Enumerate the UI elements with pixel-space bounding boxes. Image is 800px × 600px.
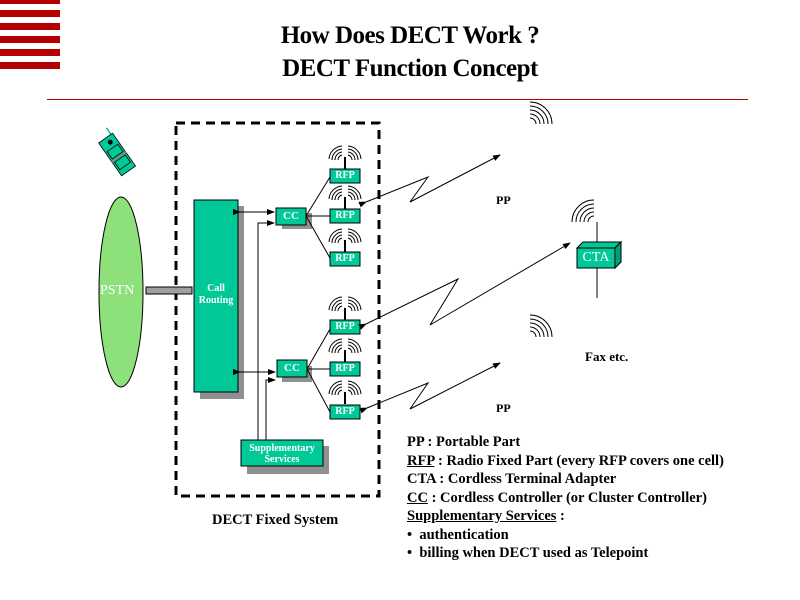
slide-title-line2: DECT Function Concept xyxy=(282,55,538,82)
legend-term: Supplementary Services xyxy=(407,508,557,524)
pstn-label: PSTN xyxy=(100,283,135,298)
stripe xyxy=(0,0,60,4)
rfp-label: RFP xyxy=(335,210,355,221)
legend-item: CC : Cordless Controller (or Cluster Con… xyxy=(407,489,724,508)
radio-link-pp2 xyxy=(359,362,501,414)
radio-link-pp1 xyxy=(358,154,501,208)
radio-waves-icon xyxy=(529,101,553,125)
bullet-text: billing when DECT used as Telepoint xyxy=(419,545,649,561)
radio-link-cta xyxy=(358,242,571,330)
legend-item: PP : Portable Part xyxy=(407,433,724,452)
supp-cc1-link xyxy=(257,220,275,441)
bullet-icon: • xyxy=(407,545,413,561)
rfp-label: RFP xyxy=(335,363,355,374)
legend-sep: : xyxy=(556,508,565,524)
antenna-icon xyxy=(328,380,362,405)
rfp-box-2 xyxy=(329,208,361,224)
rfp-label: RFP xyxy=(335,253,355,264)
cta-box xyxy=(575,240,623,270)
slide-title-line1: How Does DECT Work ? xyxy=(280,22,540,49)
legend: PP : Portable Part RFP : Radio Fixed Par… xyxy=(407,433,724,563)
call-routing-block xyxy=(193,199,239,393)
mobile-phone-icon xyxy=(98,127,137,177)
legend-item: CTA : Cordless Terminal Adapter xyxy=(407,470,724,489)
pp-label: PP xyxy=(496,193,511,207)
title-divider xyxy=(47,99,748,100)
radio-waves-icon xyxy=(529,314,553,338)
legend-item: RFP : Radio Fixed Part (every RFP covers… xyxy=(407,452,724,471)
legend-desc: Cordless Terminal Adapter xyxy=(447,471,617,487)
pstn-ellipse xyxy=(98,196,144,388)
fixed-system-boundary xyxy=(174,121,381,498)
cta-label: CTA xyxy=(582,250,610,265)
fax-label: Fax etc. xyxy=(585,349,629,364)
rfp-label: RFP xyxy=(335,406,355,417)
rfp-label: RFP xyxy=(335,170,355,181)
supplementary-label-line1: Supplementary xyxy=(249,443,315,454)
call-routing-label-line1: Call xyxy=(207,283,225,294)
legend-desc: Radio Fixed Part (every RFP covers one c… xyxy=(446,452,724,469)
antenna-icon xyxy=(328,338,362,363)
bullet-text: authentication xyxy=(419,526,509,543)
antenna-icon xyxy=(328,228,362,253)
legend-term: CC xyxy=(407,489,428,506)
stripe xyxy=(0,49,60,56)
supp-cc2-link xyxy=(265,377,276,441)
bullet-icon: • xyxy=(407,526,413,543)
supplementary-label-line2: Services xyxy=(264,454,300,465)
supplementary-services-box xyxy=(240,439,324,467)
legend-bullet: • authentication xyxy=(407,526,724,545)
legend-term: RFP xyxy=(407,452,435,469)
cc-label: CC xyxy=(283,210,299,222)
antenna-icon xyxy=(328,145,362,170)
stripe xyxy=(0,36,60,43)
legend-desc: Cordless Controller (or Cluster Controll… xyxy=(440,489,707,506)
stripe xyxy=(0,10,60,17)
pstn-connector xyxy=(145,286,193,295)
antenna-icon xyxy=(328,296,362,321)
legend-sep: : xyxy=(434,452,447,469)
radio-waves-icon xyxy=(571,199,595,223)
legend-sep: : xyxy=(423,434,437,450)
decorative-stripes xyxy=(0,0,60,70)
cc-rfp-links xyxy=(305,176,331,413)
antenna-icon xyxy=(328,185,362,210)
fixed-system-caption: DECT Fixed System xyxy=(212,512,339,528)
legend-sep: : xyxy=(427,489,441,506)
legend-bullet: • billing when DECT used as Telepoint xyxy=(407,544,724,563)
call-routing-label-line2: Routing xyxy=(198,295,234,306)
legend-term: CTA xyxy=(407,471,436,487)
stripe xyxy=(0,23,60,30)
legend-sep: : xyxy=(435,471,448,487)
legend-item: Supplementary Services : xyxy=(407,507,724,526)
rfp-label: RFP xyxy=(335,321,355,332)
cc-label: CC xyxy=(284,362,300,374)
legend-desc: Portable Part xyxy=(436,434,521,450)
pp-label: PP xyxy=(496,401,511,415)
legend-term: PP xyxy=(407,434,424,450)
stripe xyxy=(0,62,60,69)
